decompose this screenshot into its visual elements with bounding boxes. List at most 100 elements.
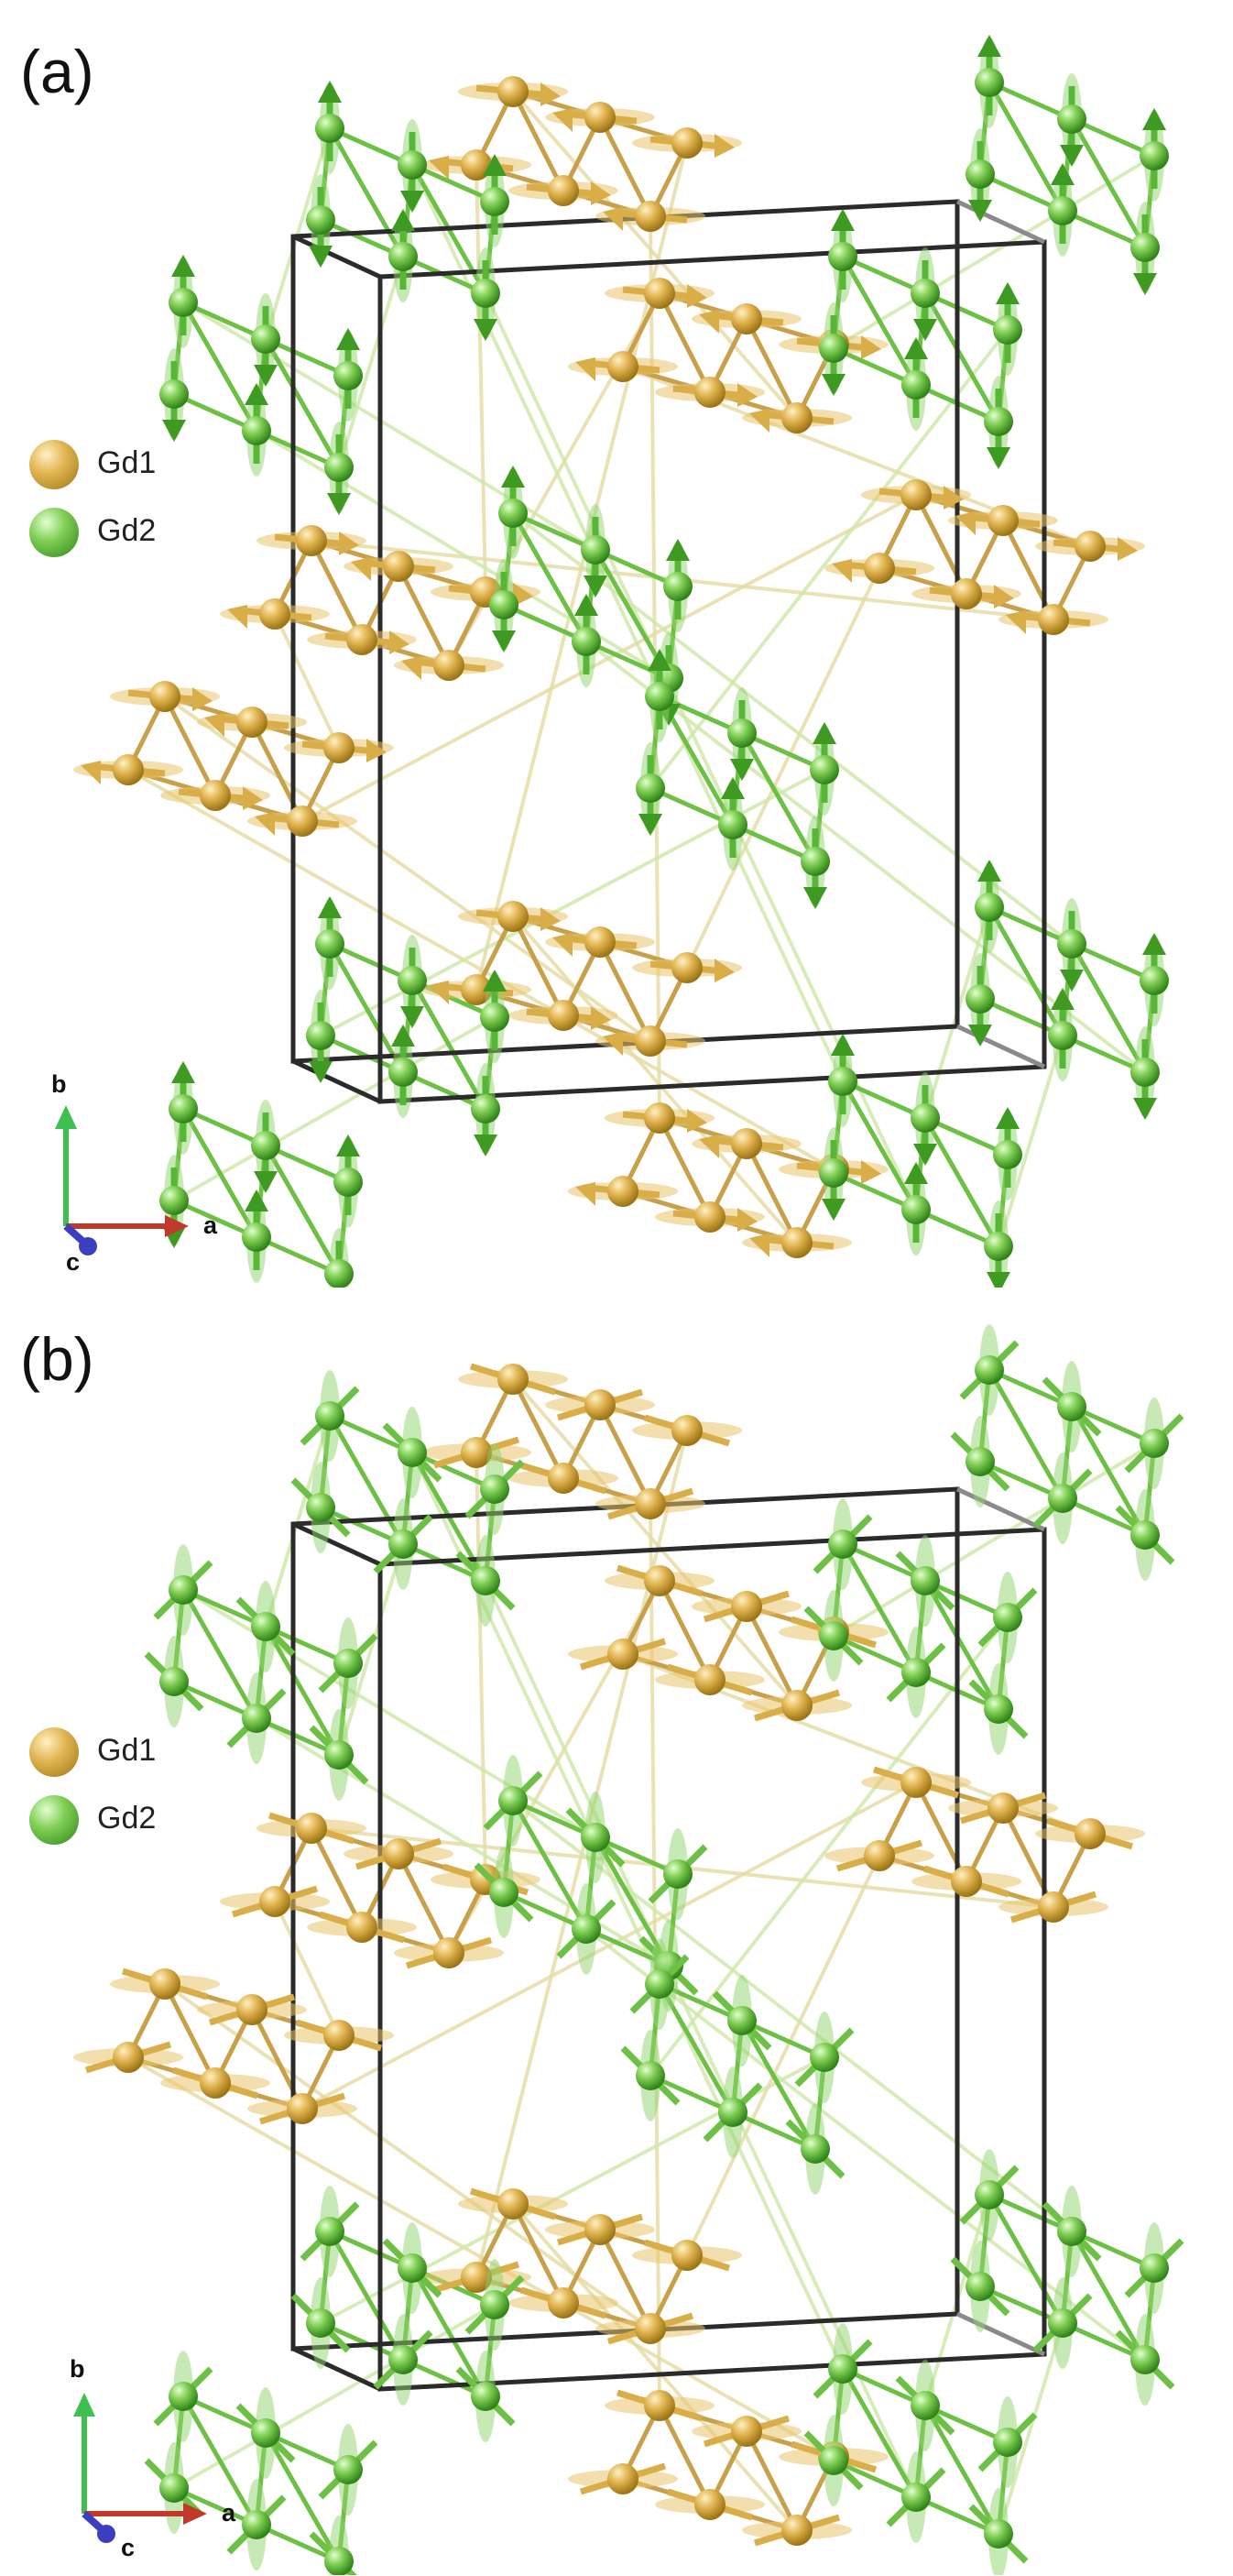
gd1-bond [510,2201,566,2306]
gd2-arrowhead [483,154,507,176]
gd2-arrowhead [813,722,836,744]
gd2-bond [180,1106,268,1148]
gd2-atom [1057,2217,1086,2246]
gd1-arrowhead [339,532,359,555]
gd2-atom [471,2382,500,2411]
gd2-atom [398,966,427,995]
gd2-arrowhead [803,887,827,909]
gd2-bond [593,547,681,589]
gd2-atom [828,242,857,271]
gd2-bond [254,2522,342,2564]
axis-c-line [82,2511,105,2533]
gd2-long-bond [337,256,405,468]
gd2-bond [840,1079,919,1212]
gd1-arrowhead [540,907,561,931]
gd1-atom [433,1937,464,1968]
gd2-atom [993,1603,1022,1632]
gd2-bond [739,730,827,773]
gd2-arrowhead [913,319,937,341]
gd2-bond [501,1890,589,1932]
gd2-atom [242,1704,271,1733]
gd1-arrowhead [715,959,735,982]
gd2-arrowhead [977,860,1001,882]
gd2-long-bond [832,1441,1156,1638]
gd2-bond [180,1587,268,1629]
gd2-bond [739,2018,827,2060]
gd2-arrowhead [987,1272,1010,1288]
gd2-atom [1130,1058,1160,1087]
gd2-bond [977,1459,1065,1501]
gd1-long-bond [273,613,341,749]
gd2-long-bond [584,640,1147,1074]
gd2-atom [498,1786,528,1815]
gd2-bond [263,336,351,378]
gd2-bond [263,1143,342,1277]
gd2-arrowhead [318,81,342,103]
gd2-arrowhead [400,191,424,213]
gd1-atom [987,1792,1019,1824]
gd2-long-bond [832,154,1156,350]
gd2-bond [254,428,342,470]
unit-cell-edge [955,1024,1046,1069]
gd2-atom [984,407,1013,436]
gd1-atom [548,1463,579,1494]
gd1-atom [607,1639,638,1670]
gd2-long-bond [511,511,1074,946]
gd2-atom [1140,966,1169,995]
gd2-atom [251,1131,280,1160]
gd1-atom [287,806,318,837]
gd2-atom [315,1401,344,1431]
gd2-atom [636,2061,665,2090]
gd2-atom [388,1058,418,1087]
legend-label: Gd1 [97,445,157,480]
gd2-long-bond [649,1616,1009,2077]
gd1-atom [731,2416,762,2447]
gd2-long-bond [649,328,1009,790]
gd2-atom [1130,2345,1160,2374]
gd2-atom [572,627,601,656]
gd1-bond [657,1115,713,1220]
gd1-long-bond [475,164,487,593]
gd2-arrowhead [1142,108,1166,130]
unit-cell-front [290,199,960,1064]
gd2-arrowhead [822,1199,846,1221]
gd2-bond [840,254,919,388]
gd1-atom [461,2262,492,2293]
gd2-atom [333,1649,363,1678]
gd2-atom [242,1222,271,1252]
legend-label: Gd2 [97,513,157,548]
gd2-bond [922,1115,1010,1157]
gd1-arrowhead [227,605,247,629]
gd2-arrowhead [1133,1098,1157,1120]
gd2-bond [254,1716,342,1758]
gd1-arrowhead [81,761,101,784]
gd2-bond [1069,1404,1148,1538]
gd2-bond [327,126,415,168]
gd2-arrowhead [309,246,333,268]
gd2-atom [1048,2308,1077,2338]
gd2-atom [251,324,280,354]
gd2-atom [901,370,931,400]
gd2-atom [324,2547,354,2575]
gd2-bond [510,1798,598,1840]
gd1-bond [657,290,713,395]
gd1-atom [1038,1891,1069,1923]
gd1-atom [864,1840,895,1871]
gd2-atom [1140,2253,1169,2283]
gd1-atom [731,303,762,334]
gd1-atom [383,551,414,582]
gd2-bond [987,1367,1065,1501]
gd2-atom [727,718,757,748]
gd1-arrowhead [366,739,387,762]
gd2-atom [315,114,344,143]
gd2-arrowhead [1051,988,1075,1010]
gd2-atom [966,159,995,189]
gd2-bond [831,345,919,388]
gd1-atom [731,1591,762,1622]
gd2-bond [400,2357,488,2399]
gd2-atom [315,929,344,959]
gd1-long-bond [475,1452,487,1880]
gd1-atom [461,1437,492,1468]
gd1-atom [635,2313,666,2344]
gd2-bond [180,1106,259,1240]
